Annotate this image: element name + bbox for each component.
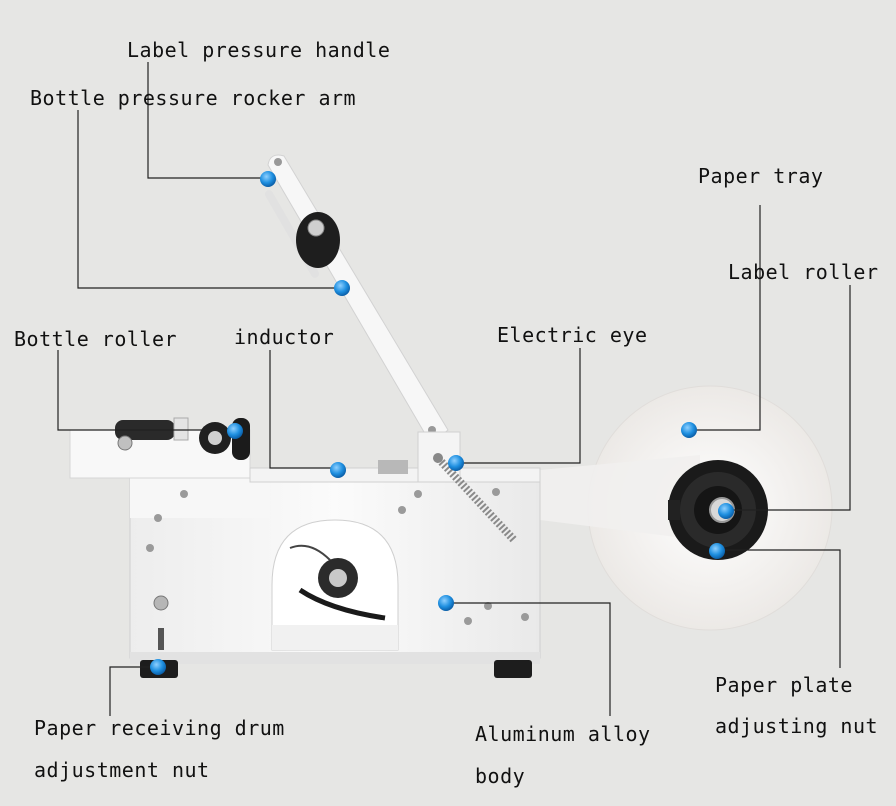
marker-paper-receiving-nut <box>150 659 166 675</box>
marker-aluminum-body <box>438 595 454 611</box>
marker-bottle-roller <box>227 423 243 439</box>
leader-lines <box>57 62 851 716</box>
machine-body <box>69 417 541 678</box>
marker-inductor <box>330 462 346 478</box>
marker-label-pressure-handle <box>260 171 276 187</box>
rocker-arm <box>265 154 517 543</box>
markers <box>150 171 734 675</box>
paper-receiving-drum-text: Paper receiving drum <box>34 716 285 740</box>
inductor-text: inductor <box>234 325 335 349</box>
adjusting-nut-text: adjusting nut <box>715 714 879 738</box>
marker-electric-eye <box>448 455 464 471</box>
label-roller-text: Label roller <box>728 260 879 284</box>
bottle-pressure-rocker-arm-text: Bottle pressure rocker arm <box>30 86 357 110</box>
marker-paper-tray <box>681 422 697 438</box>
marker-label-roller <box>718 503 734 519</box>
aluminum-alloy-text: Aluminum alloy <box>475 722 651 746</box>
bottle-roller-text: Bottle roller <box>14 327 178 351</box>
electric-eye-text: Electric eye <box>497 323 648 347</box>
label-pressure-handle-text: Label pressure handle <box>127 38 391 62</box>
paper-plate-text: Paper plate <box>715 673 853 697</box>
adjustment-nut-text: adjustment nut <box>34 758 210 782</box>
body-text: body <box>475 764 526 788</box>
marker-paper-plate-nut <box>709 543 725 559</box>
marker-bottle-pressure-rocker-arm <box>334 280 350 296</box>
paper-tray-text: Paper tray <box>698 164 824 188</box>
